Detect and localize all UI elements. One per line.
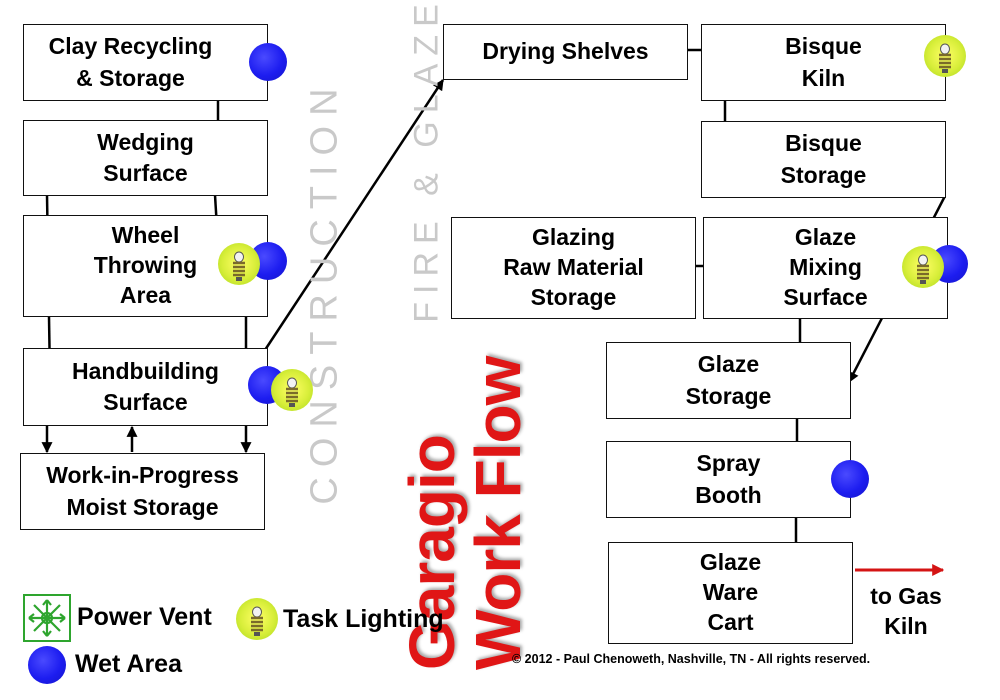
copyright-notice: © 2012 - Paul Chenoweth, Nashville, TN -… — [512, 652, 871, 666]
box-bisque-storage: Bisque Storage — [701, 121, 946, 198]
box-bisque-kiln: Bisque Kiln — [701, 24, 946, 101]
wet-area-icon — [249, 43, 287, 81]
legend-wet-area: Wet Area — [75, 650, 182, 678]
power-vent-icon — [23, 594, 71, 642]
task-lighting-icon — [218, 243, 260, 285]
task-lighting-icon — [902, 246, 944, 288]
box-glaze-storage: Glaze Storage — [606, 342, 851, 419]
task-lighting-icon — [924, 35, 966, 77]
wet-area-icon — [831, 460, 869, 498]
box-wedging-surface: Wedging Surface — [23, 120, 268, 196]
arrow-handbuilding-to-drying — [263, 79, 445, 351]
task-lighting-icon — [271, 369, 313, 411]
task-lighting-icon — [236, 598, 278, 640]
to-gas-kiln-label: to Gas Kiln — [870, 583, 942, 639]
title-line-2: Work Flow — [462, 356, 534, 670]
box-drying-shelves: Drying Shelves — [443, 24, 688, 80]
box-spray-booth: Spray Booth — [606, 441, 851, 518]
legend-task-lighting: Task Lighting — [283, 605, 444, 633]
box-glaze-ware-cart: Glaze Ware Cart — [608, 542, 853, 644]
box-clay-recycling: Clay Recycling & Storage — [23, 24, 268, 101]
box-work-in-progress: Work-in-Progress Moist Storage — [20, 453, 265, 530]
box-handbuilding: Handbuilding Surface — [23, 348, 268, 426]
wet-area-icon — [28, 646, 66, 684]
box-glazing-raw-material: Glazing Raw Material Storage — [451, 217, 696, 319]
legend-power-vent: Power Vent — [77, 603, 212, 631]
zone-label-construction: CONSTRUCTION — [303, 78, 346, 505]
title-line-1: Garagio — [396, 435, 468, 670]
zone-label-fire-glaze: FIRE & GLAZE — [407, 0, 446, 323]
